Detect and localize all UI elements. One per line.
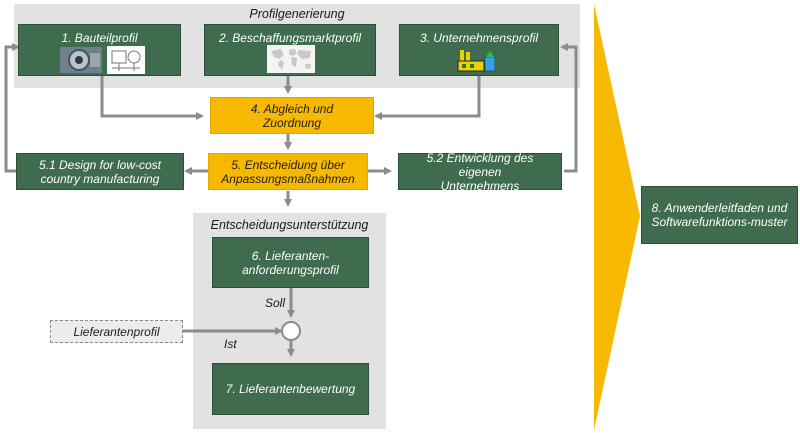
box-design-low-cost-label: 5.1 Design for low-cost country manufact… (38, 157, 162, 186)
box-entscheidung-label: 5. Entscheidung über Anpassungsmaßnahmen (221, 157, 355, 186)
region-title-entscheidungsunterstuetzung: Entscheidungsunterstützung (210, 218, 369, 232)
box-unternehmensprofil-label: 3. Unternehmensprofil (419, 31, 539, 45)
box-lieferantenprofil: Lieferantenprofil (50, 320, 183, 343)
label-soll: Soll (265, 296, 286, 310)
box-entwicklung-label: 5.2 Entwicklung des eigenen Unternehmens (426, 150, 534, 193)
comparison-node (281, 321, 301, 341)
label-ist: Ist (224, 337, 237, 351)
box-lieferantenanforderungsprofil-label: 6. Lieferanten-anforderungsprofil (242, 248, 339, 277)
box-anwenderleitfaden-label: 8. Anwenderleitfaden und Softwarefunktio… (651, 201, 788, 229)
box-abgleich: 4. Abgleich und Zuordnung (210, 97, 374, 134)
factory-icon (456, 45, 498, 73)
box-lieferantenanforderungsprofil: 6. Lieferanten-anforderungsprofil (212, 237, 369, 288)
world-map-icon (267, 45, 315, 73)
box-entwicklung: 5.2 Entwicklung des eigenen Unternehmens (398, 150, 562, 193)
part-photo-icon (60, 47, 102, 73)
box-lieferantenprofil-label: Lieferantenprofil (73, 324, 160, 339)
box-lieferantenbewertung: 7. Lieferantenbewertung (212, 363, 369, 415)
box-entscheidung: 5. Entscheidung über Anpassungsmaßnahmen (208, 153, 368, 190)
technical-drawing-icon (107, 46, 145, 74)
box-design-low-cost: 5.1 Design for low-cost country manufact… (16, 153, 184, 190)
box-abgleich-label: 4. Abgleich und Zuordnung (250, 101, 334, 130)
box-lieferantenbewertung-label: 7. Lieferantenbewertung (225, 382, 356, 396)
box-beschaffungsmarktprofil-label: 2. Beschaffungsmarktprofil (218, 31, 362, 45)
box-anwenderleitfaden: 8. Anwenderleitfaden und Softwarefunktio… (641, 186, 798, 244)
region-title-profilgenerierung: Profilgenerierung (249, 7, 345, 21)
box-bauteilprofil-label: 1. Bauteilprofil (61, 31, 138, 45)
